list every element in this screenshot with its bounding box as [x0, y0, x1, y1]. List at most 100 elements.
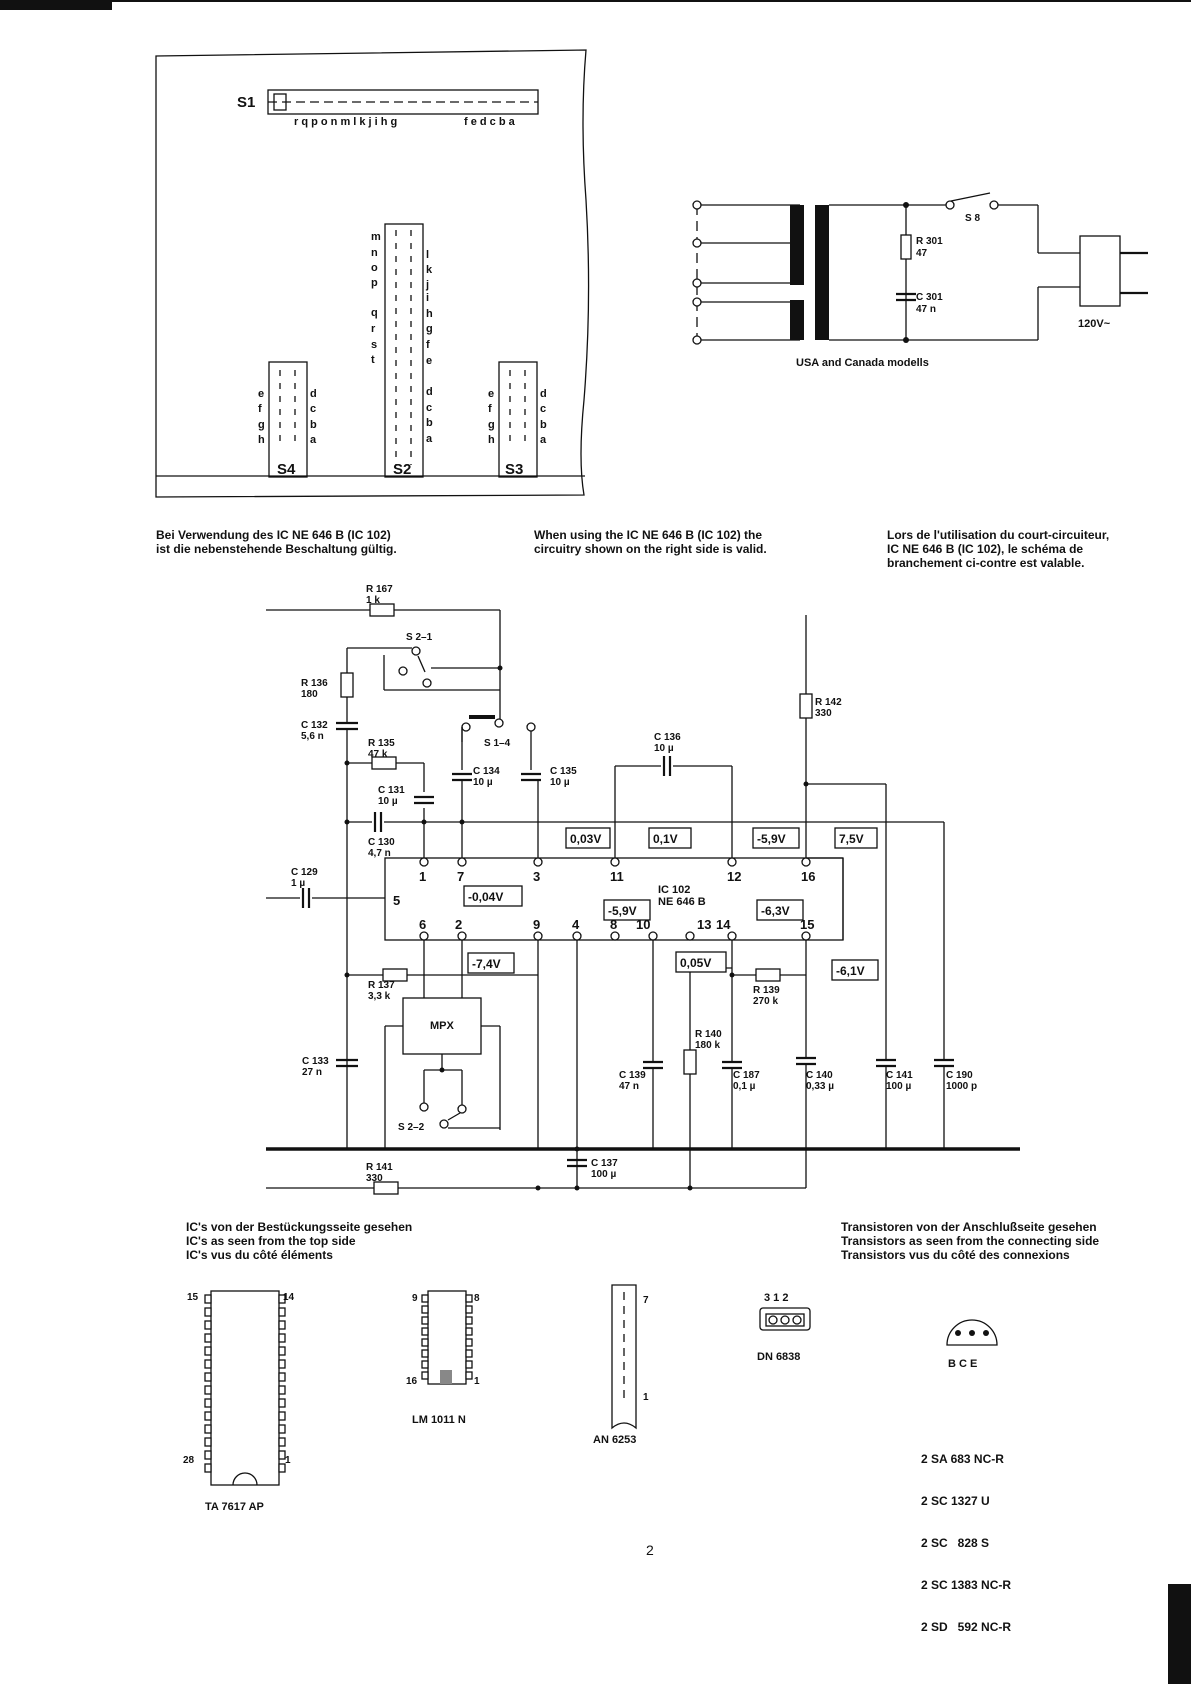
- s1-label: S1: [237, 94, 255, 111]
- c140-value: 0,33 µ: [806, 1081, 834, 1092]
- ic-views: 15 14 28 1 TA 7617 AP 9 8 16 1 LM 1011 N…: [183, 1284, 998, 1513]
- voltage-v3: 0,03V: [570, 832, 601, 846]
- r142-value: 330: [815, 708, 832, 719]
- r140-label: R 140: [695, 1029, 722, 1040]
- ic-pin-node: [419, 931, 429, 941]
- s3-label: S3: [505, 461, 523, 478]
- ic-pin-tab: [421, 1305, 429, 1314]
- voltage-box: [752, 827, 800, 849]
- voltage-box: [603, 899, 651, 921]
- transistor-type: 2 SC 1383 NC-R: [921, 1578, 1012, 1592]
- voltage-v14: -6,3V: [761, 904, 790, 918]
- c129-label: C 129: [291, 867, 318, 878]
- s3-left-letter: f: [488, 403, 492, 415]
- transistor-type: 2 SD 592 NC-R: [921, 1620, 1012, 1634]
- s4-right-letter: a: [310, 434, 317, 446]
- transistors-title-en: Transistors as seen from the connecting …: [841, 1234, 1100, 1248]
- dn-name: DN 6838: [757, 1351, 800, 1363]
- c130-label: C 130: [368, 837, 395, 848]
- ta-name: TA 7617 AP: [205, 1501, 264, 1513]
- c141-value: 100 µ: [886, 1081, 911, 1092]
- ic-pin-9: 9: [533, 917, 540, 932]
- lm-p8: 8: [474, 1293, 480, 1304]
- c139-label: C 139: [619, 1070, 646, 1081]
- note-fr-line2: IC NE 646 B (IC 102), le schéma de: [887, 542, 1084, 556]
- right-edge-mark: [1168, 1584, 1191, 1684]
- ic-pin-node: [457, 931, 467, 941]
- ic-pin-tab: [204, 1320, 212, 1330]
- ic-views-title-de: IC's von der Bestückungsseite gesehen: [186, 1220, 413, 1234]
- s8-label: S 8: [965, 213, 980, 224]
- s2-right-letter: a: [426, 433, 433, 445]
- note-de-line1: Bei Verwendung des IC NE 646 B (IC 102): [156, 528, 391, 542]
- transistor-type: 2 SA 683 NC-R: [921, 1452, 1004, 1466]
- corner-tab: [0, 0, 112, 10]
- c137-label: C 137: [591, 1158, 618, 1169]
- an-name: AN 6253: [593, 1434, 636, 1446]
- ic-pin-node: [533, 857, 543, 867]
- c301-value: 47 n: [916, 304, 936, 315]
- ic-pin-node: [685, 931, 695, 941]
- ic-pin-tab: [421, 1327, 429, 1336]
- c141-label: C 141: [886, 1070, 913, 1081]
- s4-right-letter: c: [310, 403, 316, 415]
- r136-value: 180: [301, 689, 318, 700]
- note-fr-line1: Lors de l'utilisation du court-circuiteu…: [887, 528, 1110, 542]
- note-de: Bei Verwendung des IC NE 646 B (IC 102) …: [156, 528, 397, 556]
- s14-label: S 1–4: [484, 738, 511, 749]
- ic-pin-tab: [204, 1359, 212, 1369]
- ic-pin-tab: [204, 1372, 212, 1382]
- s4-left-letter: h: [258, 434, 265, 446]
- note-en-line2: circuitry shown on the right side is val…: [534, 542, 767, 556]
- ic-pin-tab: [204, 1346, 212, 1356]
- s2-right-letter: k: [426, 264, 433, 276]
- c133-value: 27 n: [302, 1067, 322, 1078]
- ic-pin-tab: [278, 1320, 286, 1330]
- ic-pin-tab: [465, 1294, 473, 1303]
- ic-pin-tab: [421, 1316, 429, 1325]
- ic-pin-tab: [465, 1327, 473, 1336]
- r167-value: 1 k: [366, 595, 380, 606]
- c137-value: 100 µ: [591, 1169, 616, 1180]
- r135-value: 47 k: [368, 749, 388, 760]
- voltage-box: [756, 899, 804, 921]
- s2-right-letter: f: [426, 339, 430, 351]
- ic-pin-tab: [278, 1398, 286, 1408]
- psu-voltage: 120V~: [1078, 318, 1111, 330]
- ic-pin-tab: [278, 1411, 286, 1421]
- ic-pin-12: 12: [727, 869, 741, 884]
- ic-pin-tab: [465, 1316, 473, 1325]
- r137-value: 3,3 k: [368, 991, 391, 1002]
- ic-pin-node: [572, 931, 582, 941]
- voltage-v9: -7,4V: [472, 957, 501, 971]
- voltage-v12: -5,9V: [757, 832, 786, 846]
- ic-pin-tab: [278, 1372, 286, 1382]
- s2-right-letter: l: [426, 249, 429, 261]
- s4-right-letter: b: [310, 419, 317, 431]
- mpx-label: MPX: [430, 1020, 455, 1032]
- c132-value: 5,6 n: [301, 731, 324, 742]
- s4-left-letter: g: [258, 419, 265, 431]
- s2-right-letter: e: [426, 355, 432, 367]
- ic-pin-tab: [421, 1338, 429, 1347]
- c140-label: C 140: [806, 1070, 833, 1081]
- ic-views-title: IC's von der Bestückungsseite gesehen IC…: [186, 1220, 412, 1262]
- dn-pins: 3 1 2: [764, 1292, 788, 1304]
- s1-right-letters: f e d c b a: [464, 116, 516, 128]
- ic-pin-7: 7: [457, 869, 464, 884]
- ic-pin-2: 2: [455, 917, 462, 932]
- r142-label: R 142: [815, 697, 842, 708]
- c187-label: C 187: [733, 1070, 760, 1081]
- ic-pin-tab: [421, 1360, 429, 1369]
- r141-label: R 141: [366, 1162, 393, 1173]
- lm-p16: 16: [406, 1376, 418, 1387]
- c131-value: 10 µ: [378, 796, 398, 807]
- ic-pin-tab: [204, 1411, 212, 1421]
- c133-label: C 133: [302, 1056, 329, 1067]
- ic-pin-tab: [465, 1360, 473, 1369]
- s2-left-letter: q: [371, 307, 378, 319]
- ic-pin-tab: [204, 1450, 212, 1460]
- transistors-title-de: Transistoren von der Anschlußseite geseh…: [841, 1220, 1097, 1234]
- voltage-v7: -0,04V: [468, 890, 503, 904]
